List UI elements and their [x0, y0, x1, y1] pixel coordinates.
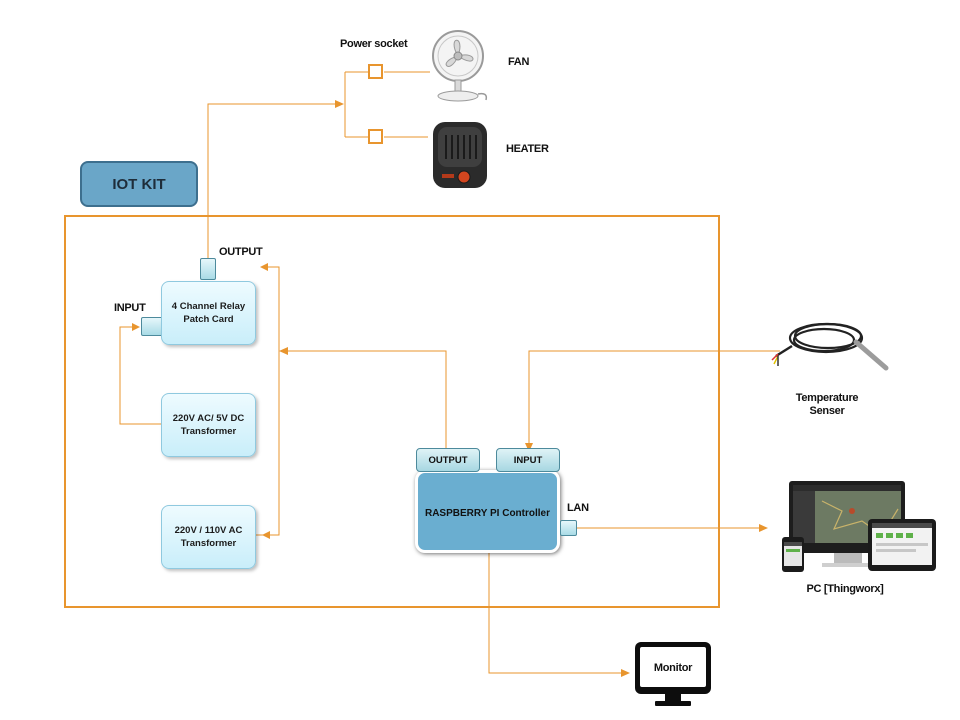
lan-label: LAN — [567, 502, 589, 514]
relay-input-label: INPUT — [114, 302, 146, 314]
arrow-to-monitor — [621, 669, 630, 677]
pc-thingworx-label: PC [Thingworx] — [806, 583, 884, 595]
arrow-lan-to-pc — [759, 524, 768, 532]
wire-5v-to-relay — [119, 326, 161, 425]
relay-patch-card: 4 Channel Relay Patch Card — [161, 281, 256, 345]
temperature-sensor-icon — [771, 322, 889, 371]
temperature-sensor-label: Temperature Senser — [795, 392, 859, 417]
heater-power-socket — [368, 129, 383, 144]
arrow-110v — [262, 531, 270, 539]
fan-power-socket — [368, 64, 383, 79]
relay-output-label: OUTPUT — [219, 246, 263, 258]
transformer-110v-ac: 220V / 110V AC Transformer — [161, 505, 256, 569]
arrow-to-relay-input — [132, 323, 140, 331]
rpi-output-tab: OUTPUT — [416, 448, 480, 472]
arrow-to-relay-output — [260, 263, 268, 271]
fan-icon — [432, 30, 488, 102]
arrow-to-sockets — [335, 100, 344, 108]
rpi-input-tab: INPUT — [496, 448, 560, 472]
relay-output-port — [200, 258, 216, 280]
kit-title: IOT KIT — [80, 161, 198, 207]
heater-label: HEATER — [506, 143, 549, 155]
transformer-5v-dc: 220V AC/ 5V DC Transformer — [161, 393, 256, 457]
monitor-icon — [635, 642, 711, 706]
fan-label: FAN — [508, 56, 530, 68]
kit-frame — [64, 215, 720, 608]
rpi-lan-port — [560, 520, 577, 536]
power-socket-label: Power socket — [340, 38, 408, 50]
monitor-label: Monitor — [653, 662, 693, 674]
heater-icon — [433, 122, 487, 188]
wire-sensor-to-rpi-input — [528, 350, 780, 444]
relay-input-port — [141, 317, 163, 336]
arrow-sensor-to-rpi — [525, 443, 533, 452]
raspberry-pi-controller: RASPBERRY PI Controller — [415, 470, 560, 553]
wire-rpi-to-monitor — [488, 553, 622, 674]
wire-relay-to-sockets — [207, 103, 336, 258]
wire-rpi-output-to-relay — [286, 350, 447, 448]
arrow-rpi-to-relay — [279, 347, 288, 355]
pc-thingworx-icon — [782, 481, 936, 572]
